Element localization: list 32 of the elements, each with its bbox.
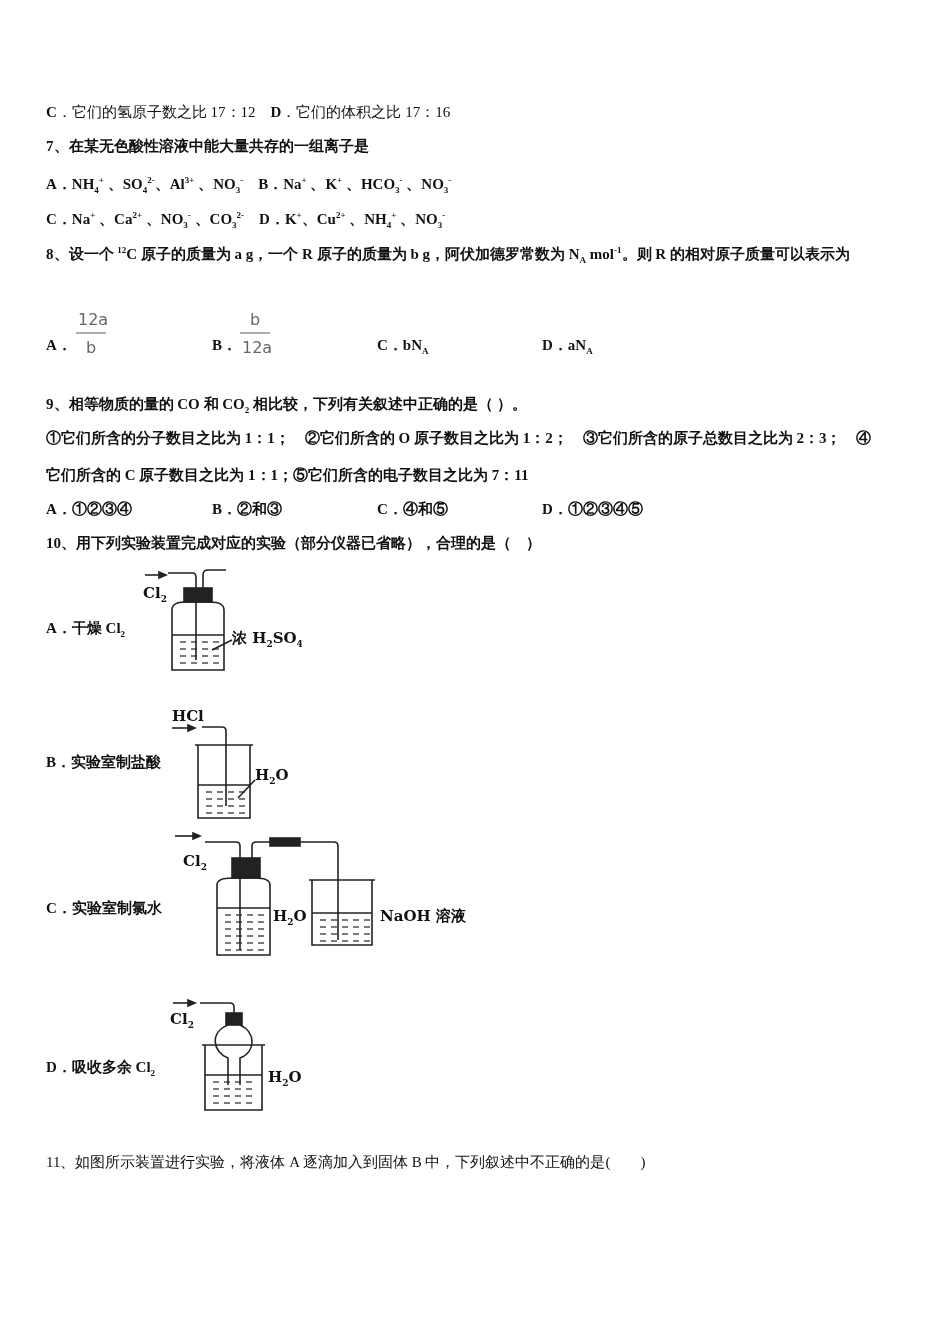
apparatus-label: Cl$_{2}$	[170, 1009, 194, 1032]
question-text: 7、在某无色酸性溶液中能大量共存的一组离子是	[46, 137, 369, 156]
fraction-term: 12a	[242, 338, 273, 358]
apparatus-label: H$_{2}$O	[273, 906, 307, 929]
apparatus-label: Cl$_{2}$	[183, 851, 207, 874]
answer-option: B．②和③	[212, 499, 282, 519]
fraction-term: b	[86, 338, 97, 358]
question-text: C．它们的氢原子数之比 17：12 D．它们的体积之比 17：16	[46, 103, 451, 122]
apparatus-label: 浓 H$_{2}$SO$_{4}$	[232, 628, 303, 651]
answer-option: C．实验室制氯水	[46, 898, 162, 918]
answer-option: A．干燥 Cl$_{2}$	[46, 618, 126, 644]
answer-option: B．	[212, 335, 237, 355]
apparatus-label: H$_{2}$O	[255, 765, 289, 788]
question-text: ①它们所含的分子数目之比为 1：1； ②它们所含的 O 原子数目之比为 1：2； ③它们所含的原子总数目之比为 2：3； ④它们所含的 C 原子数目之比为 1：1；⑤它们所含的电子数目之比为 7：11	[46, 429, 873, 485]
apparatus-label: HCl	[172, 706, 204, 726]
answer-option: A．①②③④	[46, 499, 132, 519]
question-text: 10、用下列实验装置完成对应的实验（部分仪器已省略），合理的是（ ）	[46, 534, 541, 553]
answer-option: B．实验室制盐酸	[46, 752, 161, 772]
answer-option: A．	[46, 335, 72, 355]
question-text: 8、设一个 $^{12}$C 原子的质量为 a g，一个 R 原子的质量为 b g，阿伏加德罗常数为 N$_{A}$ mol$^{-1}$。则 R 的相对原子质量可以表示为	[46, 244, 851, 267]
answer-option: D．吸收多余 Cl$_{2}$	[46, 1057, 156, 1083]
answer-option: D．aN$_{A}$	[542, 335, 593, 361]
fraction-term: b	[250, 310, 261, 330]
answer-option: C．bN$_{A}$	[377, 335, 429, 361]
answer-option: D．①②③④⑤	[542, 499, 643, 519]
question-text: 9、相等物质的量的 CO 和 CO$_{2}$ 相比较，下列有关叙述中正确的是（ ）。	[46, 395, 527, 417]
apparatus-label: NaOH 溶液	[380, 906, 466, 926]
fraction-term: 12a	[78, 310, 109, 330]
question-text: 11、如图所示装置进行实验，将液体 A 逐滴加入到固体 B 中，下列叙述中不正确的是( )	[46, 1153, 646, 1172]
apparatus-label: Cl$_{2}$	[143, 583, 167, 606]
apparatus-label: H$_{2}$O	[268, 1067, 302, 1090]
answer-option: C．④和⑤	[377, 499, 448, 519]
